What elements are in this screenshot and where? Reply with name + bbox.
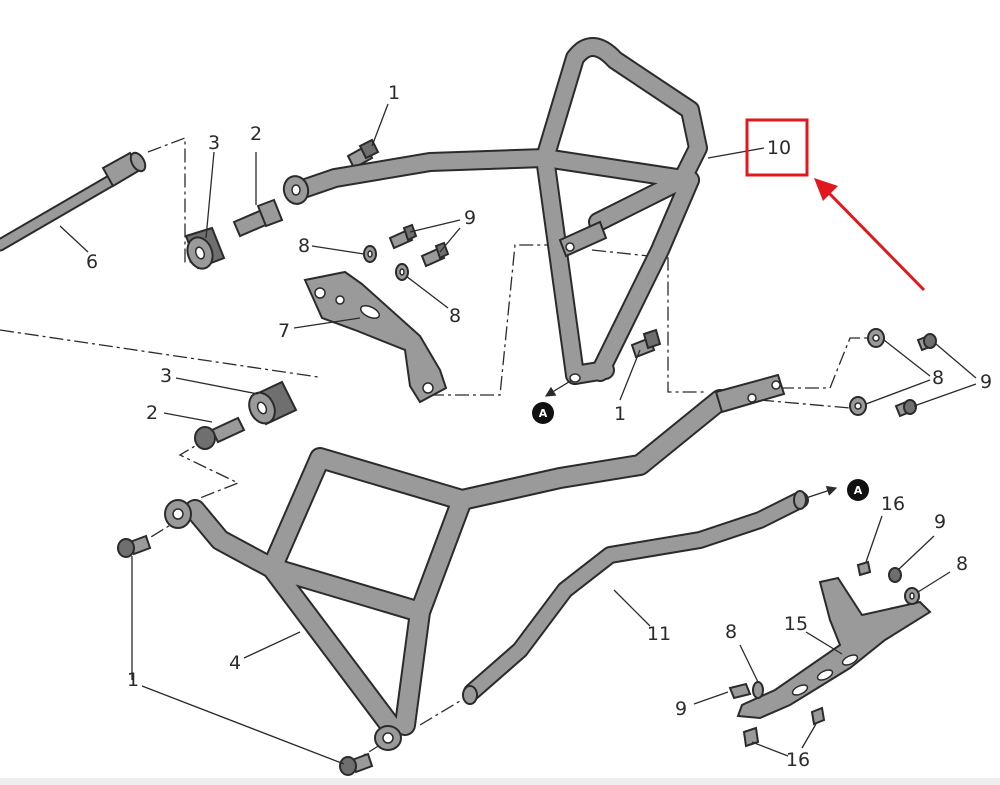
callout-8-lower-right: 8 bbox=[956, 553, 968, 575]
bottom-strip bbox=[0, 778, 1000, 785]
callout-2-upper: 2 bbox=[250, 123, 262, 145]
svg-text:A: A bbox=[539, 407, 548, 420]
callout-8-lower: 8 bbox=[725, 621, 737, 643]
callout-16-upper: 16 bbox=[881, 493, 905, 515]
callout-1-upper: 1 bbox=[388, 82, 400, 104]
highlight-arrow-head bbox=[814, 178, 838, 201]
callout-3-upper: 3 bbox=[208, 132, 220, 154]
leader-lines bbox=[59, 103, 977, 765]
callout-8-upper-right: 8 bbox=[449, 305, 461, 327]
callout-10: 10 bbox=[767, 137, 791, 159]
callout-6: 6 bbox=[86, 251, 98, 273]
callout-7: 7 bbox=[278, 320, 290, 342]
callout-9-lower-right: 9 bbox=[934, 511, 946, 533]
part-4-lower-crash-bar bbox=[164, 373, 786, 751]
callout-11: 11 bbox=[647, 623, 671, 645]
part-1-bolt-upper bbox=[346, 138, 380, 170]
part-3-bushing-lower bbox=[248, 380, 298, 426]
highlight-annotation bbox=[745, 118, 926, 292]
svg-text:A: A bbox=[854, 484, 863, 497]
part-11-rear-tube bbox=[462, 490, 809, 705]
callout-9-upper: 9 bbox=[464, 207, 476, 229]
callout-9-right: 9 bbox=[980, 371, 992, 393]
part-7-bracket bbox=[303, 270, 448, 404]
part-1-bolt-middle bbox=[630, 328, 662, 359]
callout-1-lower: 1 bbox=[127, 669, 139, 691]
reference-marker-a-lower: A bbox=[847, 479, 869, 501]
fasteners-upper-cluster bbox=[363, 223, 450, 281]
part-15-small-bracket bbox=[728, 560, 932, 748]
callout-1-middle: 1 bbox=[614, 403, 626, 425]
callout-4: 4 bbox=[229, 652, 241, 674]
part-2-bolt-upper bbox=[232, 198, 284, 238]
highlight-box bbox=[745, 118, 809, 177]
part-10-upper-crash-bar bbox=[282, 37, 708, 385]
callout-numbers: 1 2 3 6 8 9 8 7 3 2 1 10 8 9 4 1 11 16 9… bbox=[86, 82, 992, 771]
highlight-arrow-shaft bbox=[824, 188, 926, 292]
callout-3-lower: 3 bbox=[160, 365, 172, 387]
reference-marker-a-upper: A bbox=[532, 402, 554, 424]
callout-8-upper-left: 8 bbox=[298, 235, 310, 257]
callout-9-lower: 9 bbox=[675, 698, 687, 720]
part-1-bolts-lower bbox=[117, 534, 374, 776]
part-3-bushing-upper bbox=[184, 226, 226, 270]
callout-15: 15 bbox=[784, 613, 808, 635]
fasteners-right-cluster bbox=[849, 328, 937, 418]
callout-2-lower: 2 bbox=[146, 402, 158, 424]
callout-16-lower: 16 bbox=[786, 749, 810, 771]
part-6-rod bbox=[0, 151, 147, 252]
part-2-bolt-lower bbox=[194, 416, 246, 450]
callout-8-right: 8 bbox=[932, 367, 944, 389]
